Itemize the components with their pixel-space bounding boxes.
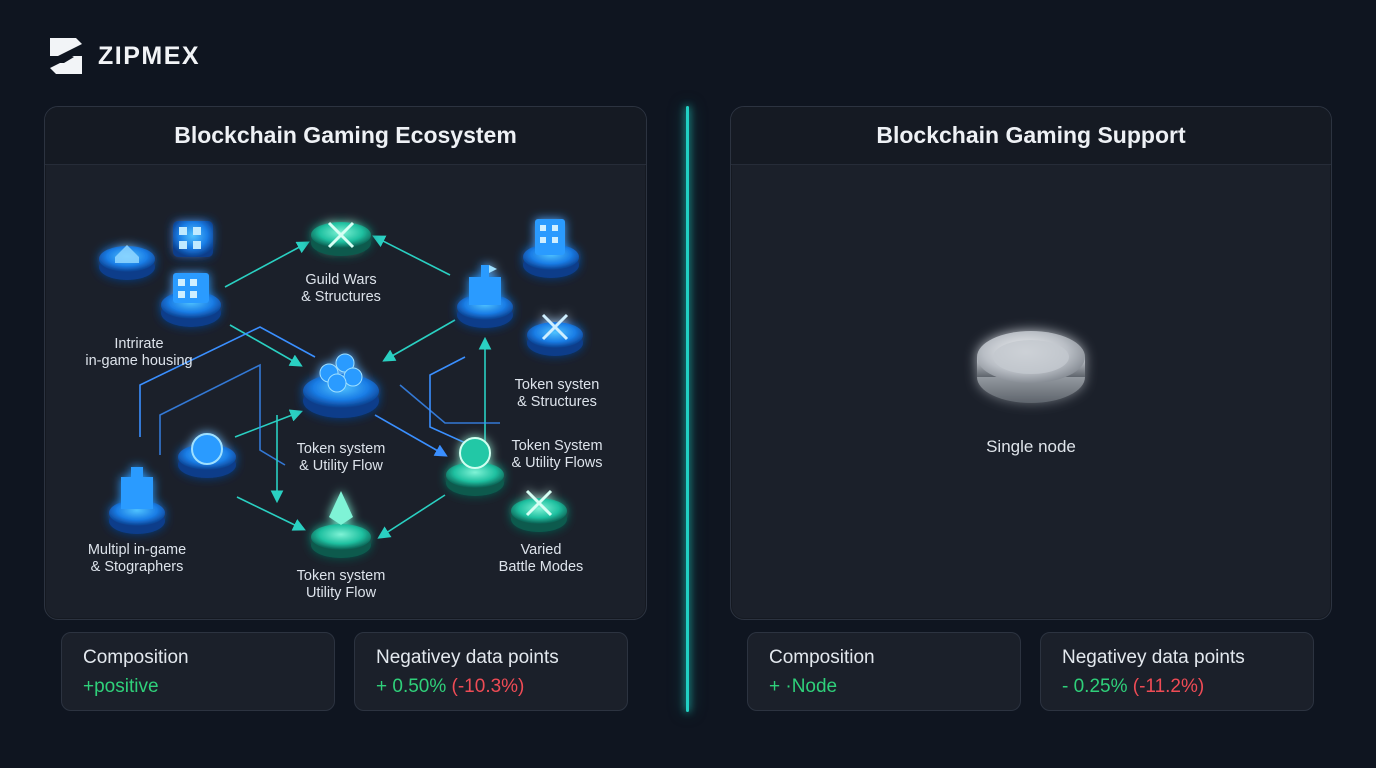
ecosystem-diagram: Intrirate in-game housing Guild Wars & S… bbox=[45, 165, 646, 619]
label-housing-line2: in-game housing bbox=[85, 353, 193, 369]
label-token-center-line1: Token system bbox=[296, 441, 386, 457]
ecosystem-panel-title: Blockchain Gaming Ecosystem bbox=[174, 122, 517, 148]
ecosystem-panel-header: Blockchain Gaming Ecosystem bbox=[45, 107, 646, 165]
label-token-right-line2: & Structures bbox=[517, 394, 597, 410]
node-ethereum bbox=[311, 491, 371, 558]
label-token-right: Token systen & Structures bbox=[515, 377, 600, 411]
stat-value-change: (-11.2%) bbox=[1132, 676, 1205, 697]
label-token-bottom: Token system Utility Flow bbox=[297, 568, 386, 602]
label-housing: Intrirate in-game housing bbox=[85, 336, 192, 370]
stat-title: Negativey data points bbox=[1062, 647, 1245, 668]
label-token-flows: Token System & Utility Flows bbox=[511, 438, 602, 472]
label-multipl-line2: & Stographers bbox=[90, 559, 184, 575]
brand-logo: ZIPMEX bbox=[44, 36, 200, 76]
stat-value-change: (-10.3%) bbox=[451, 676, 525, 697]
label-battle: Varied Battle Modes bbox=[499, 542, 584, 576]
label-token-right-line1: Token systen bbox=[514, 377, 600, 393]
single-node-icon bbox=[977, 331, 1085, 403]
brand-name: ZIPMEX bbox=[98, 41, 201, 70]
stat-title: Negativey data points bbox=[376, 647, 559, 668]
node-housing bbox=[161, 273, 221, 327]
node-swords-right bbox=[527, 313, 583, 356]
label-token-center: Token system & Utility Flow bbox=[297, 441, 386, 475]
ecosystem-panel: Blockchain Gaming Ecosystem bbox=[44, 106, 647, 620]
node-token-center bbox=[303, 353, 379, 418]
label-battle-line1: Varied bbox=[520, 542, 562, 558]
support-panel-header: Blockchain Gaming Support bbox=[731, 107, 1331, 165]
node-token-blue bbox=[178, 433, 236, 478]
node-castle-left bbox=[109, 467, 165, 534]
node-house bbox=[99, 245, 155, 280]
support-panel-title: Blockchain Gaming Support bbox=[876, 122, 1186, 148]
stat-card-composition-left: Composition +positive bbox=[61, 632, 335, 711]
node-office bbox=[523, 219, 579, 278]
node-castle bbox=[457, 265, 513, 328]
label-housing-line1: Intrirate bbox=[114, 336, 164, 352]
label-token-flows-line2: & Utility Flows bbox=[511, 455, 603, 471]
stat-card-negative-right: Negativey data points - 0.25% (-11.2%) bbox=[1040, 632, 1314, 711]
label-guild-wars-line1: Guild Wars bbox=[305, 272, 377, 288]
node-building-small bbox=[173, 221, 213, 257]
support-panel: Blockchain Gaming Support bbox=[730, 106, 1332, 620]
stat-value: + 0.50% (-10.3%) bbox=[376, 676, 627, 698]
label-token-center-line2: & Utility Flow bbox=[299, 458, 383, 474]
zipmex-logo-icon bbox=[50, 38, 82, 74]
stat-value-main: + 0.50% bbox=[376, 676, 447, 697]
label-token-bottom-line1: Token system bbox=[296, 568, 386, 584]
label-token-bottom-line2: Utility Flow bbox=[305, 585, 377, 601]
stat-card-negative-left: Negativey data points + 0.50% (-10.3%) bbox=[354, 632, 628, 711]
stat-title: Composition bbox=[769, 647, 875, 668]
label-battle-line2: Battle Modes bbox=[498, 559, 584, 575]
stat-value: + ·Node bbox=[769, 676, 1020, 698]
stat-value-main: - 0.25% bbox=[1062, 676, 1128, 697]
label-multipl: Multipl in-game & Stographers bbox=[88, 542, 186, 576]
stat-value-main: +positive bbox=[83, 676, 159, 697]
node-guild-wars bbox=[311, 221, 371, 256]
stat-value: - 0.25% (-11.2%) bbox=[1062, 676, 1313, 698]
node-token-teal bbox=[446, 437, 504, 496]
panel-divider bbox=[686, 106, 689, 712]
stat-value-main: + ·Node bbox=[769, 676, 838, 697]
stat-title: Composition bbox=[83, 647, 189, 668]
stat-card-composition-right: Composition + ·Node bbox=[747, 632, 1021, 711]
support-diagram: Single node bbox=[731, 165, 1331, 619]
label-token-flows-line1: Token System bbox=[511, 438, 603, 454]
label-multipl-line1: Multipl in-game bbox=[87, 542, 187, 558]
label-guild-wars-line2: & Structures bbox=[301, 289, 381, 305]
label-guild-wars: Guild Wars & Structures bbox=[301, 272, 381, 306]
single-node-label: Single node bbox=[986, 437, 1076, 456]
node-battle bbox=[511, 489, 567, 532]
stat-value: +positive bbox=[83, 676, 334, 698]
ecosystem-diagram-graphic bbox=[99, 219, 583, 558]
